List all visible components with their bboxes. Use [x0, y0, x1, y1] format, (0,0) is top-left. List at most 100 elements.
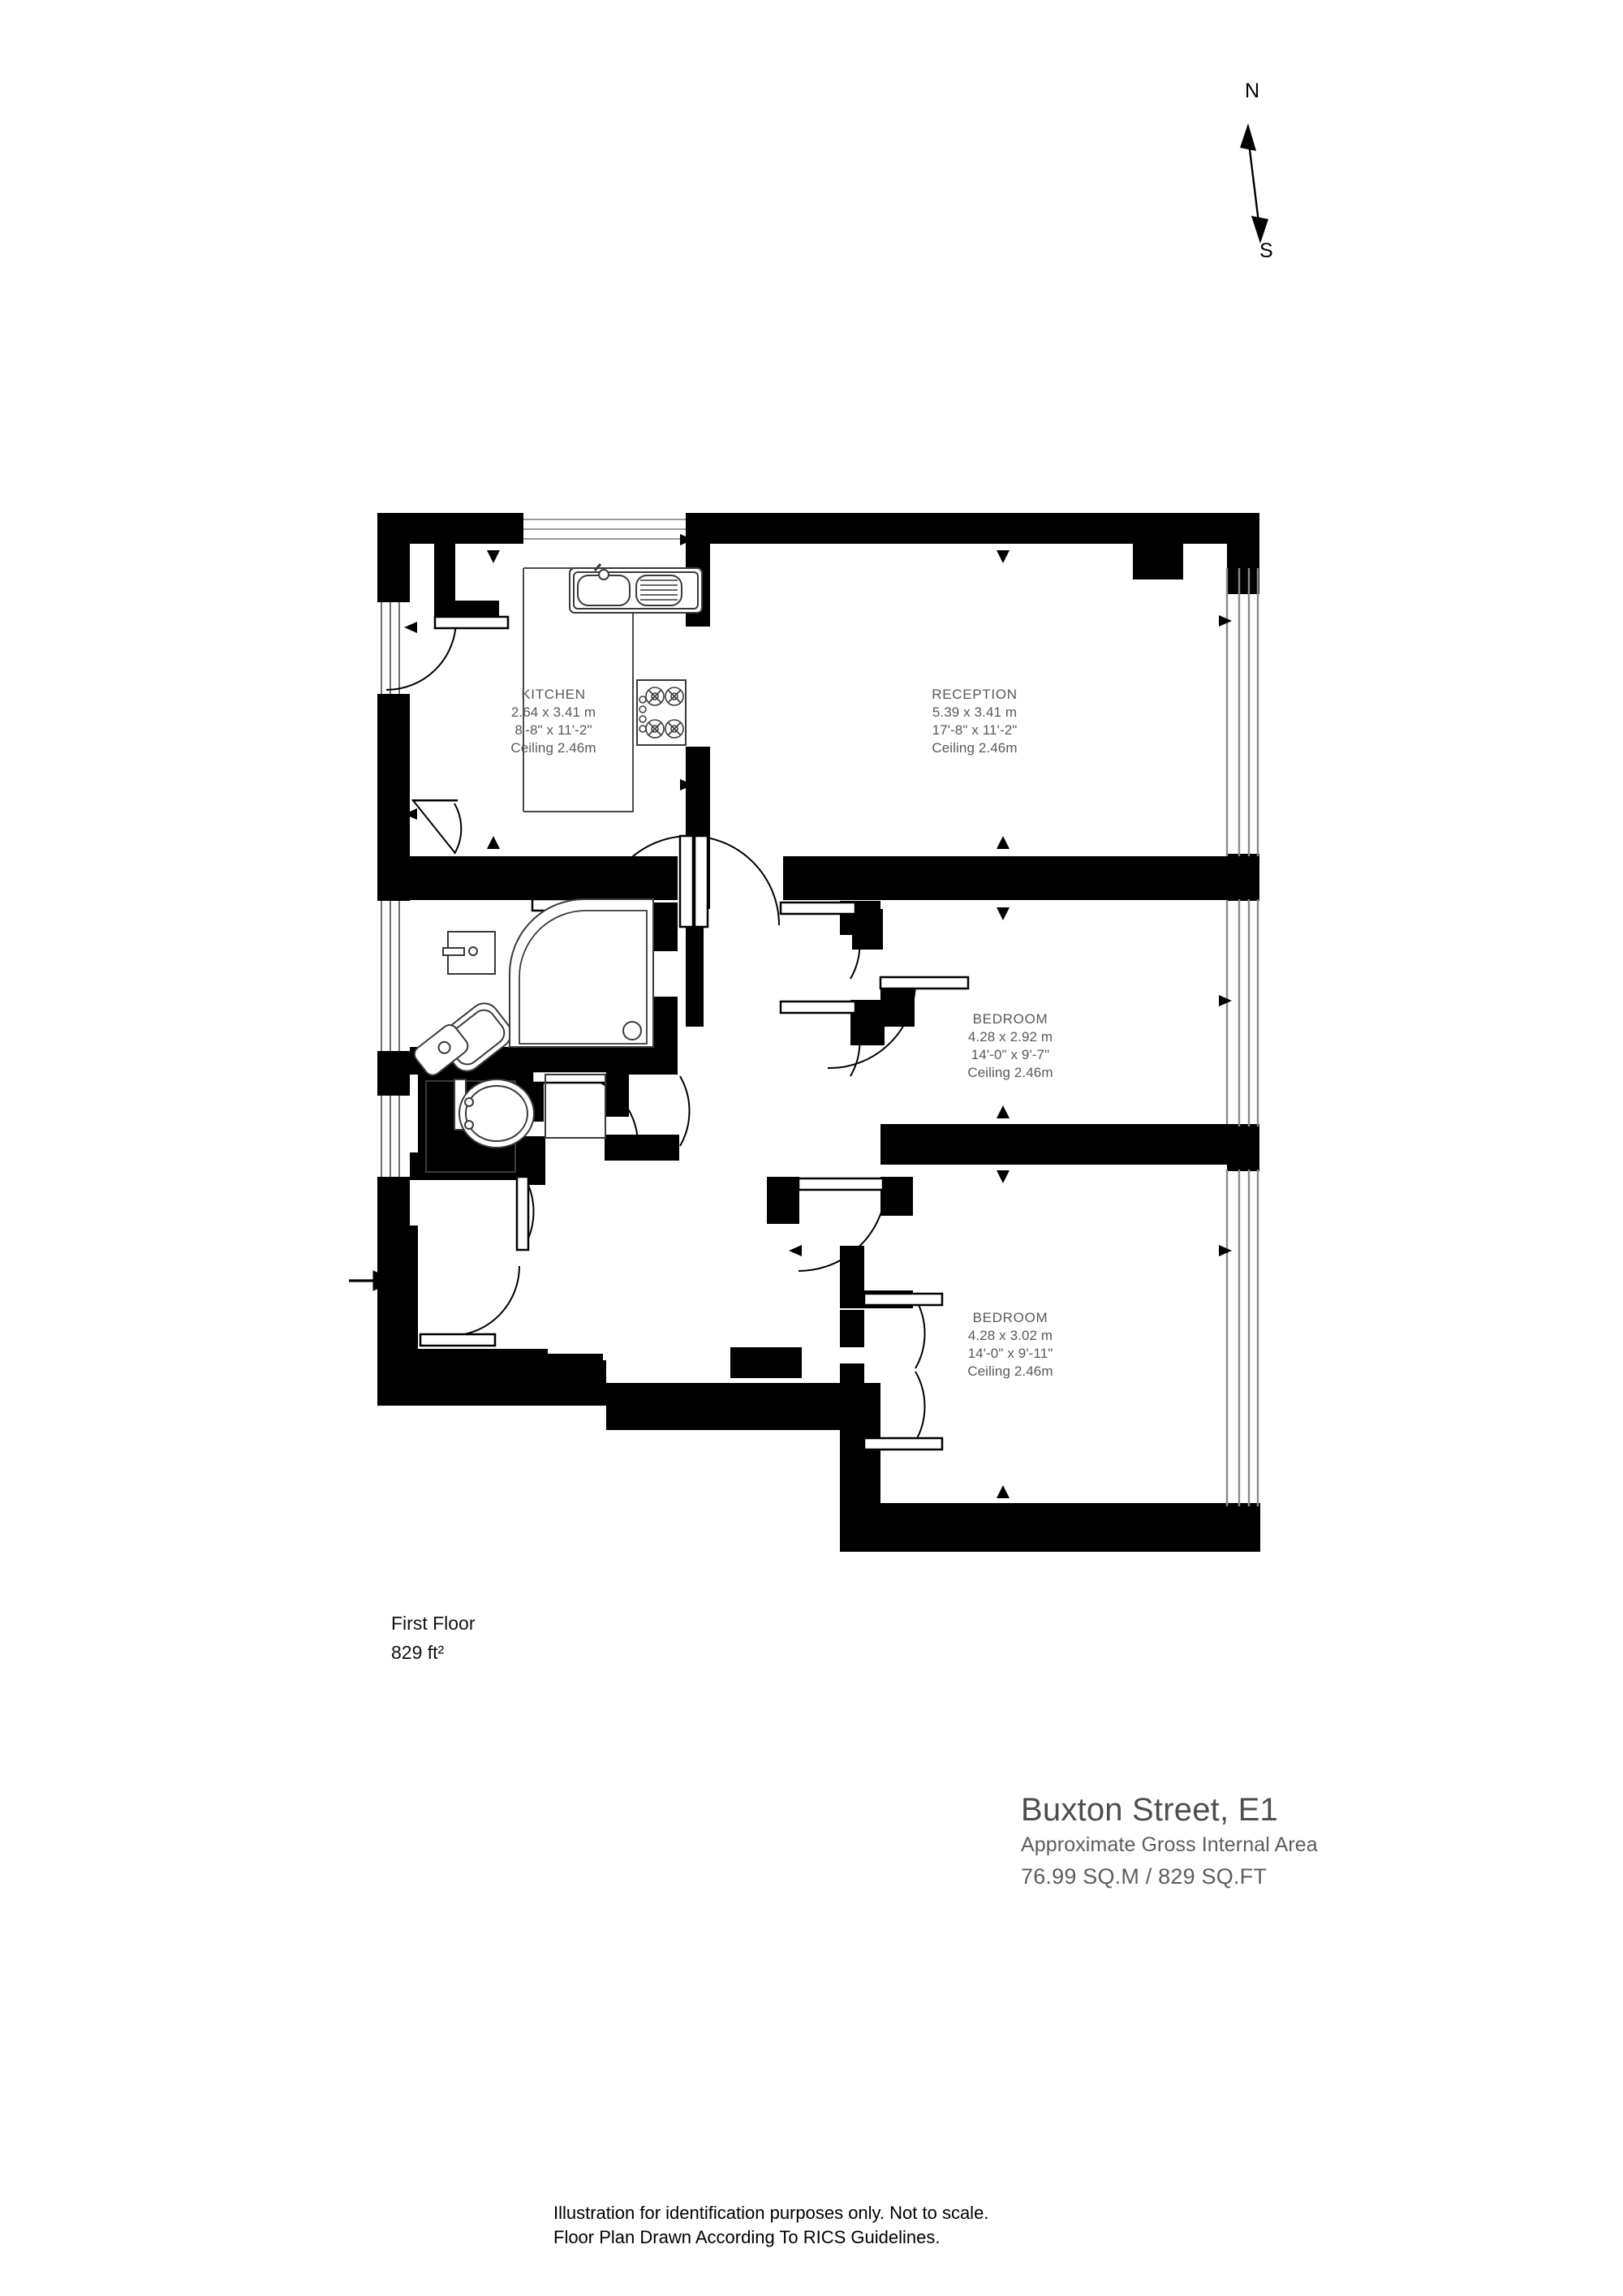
- wall-right-pier-2: [1227, 854, 1259, 901]
- bedroom-1-dim-metric: 4.28 x 2.92 m: [967, 1029, 1053, 1045]
- fixtures-group: [413, 563, 703, 1148]
- floor-label: First Floor: [391, 1613, 476, 1634]
- room-label-kitchen: KITCHEN 2.64 x 3.41 m 8'-8" x 11'-2" Cei…: [460, 686, 647, 757]
- door-leaf-dbl-right: [693, 834, 709, 928]
- marker-13: [997, 1170, 1010, 1183]
- reception-dim-metric: 5.39 x 3.41 m: [932, 704, 1018, 721]
- marker-4: [1219, 615, 1232, 627]
- wall-bottom-3: [840, 1503, 1260, 1552]
- footer-line-2: Floor Plan Drawn According To RICS Guide…: [553, 2227, 941, 2248]
- footer-disclaimer: Illustration for identification purposes…: [553, 2201, 988, 2251]
- room-label-reception: RECEPTION 5.39 x 3.41 m 17'-8" x 11'-2" …: [881, 686, 1068, 757]
- marker-5: [404, 808, 417, 820]
- door-swing-b2-main: [798, 1182, 887, 1272]
- bathroom-boiler: [442, 931, 496, 975]
- footer-line-1: Illustration for identification purposes…: [553, 2203, 989, 2223]
- marker-14: [789, 1245, 802, 1256]
- kitchen-ceiling: Ceiling 2.46m: [510, 740, 596, 756]
- wall-bottom-1c: [377, 1360, 606, 1406]
- door-leaf-b1-main: [879, 976, 970, 990]
- wall-bottom-2: [606, 1383, 880, 1430]
- bedroom-2-dim-imperial: 14'-0" x 9'-11": [967, 1346, 1053, 1362]
- kitchen-sink: [569, 563, 703, 614]
- window-left-2: [381, 901, 400, 1051]
- door-leaf-b2-w1: [863, 1292, 944, 1307]
- door-swing-kitchen: [385, 619, 457, 691]
- wall-left-pier-4: [377, 1177, 410, 1226]
- reception-name: RECEPTION: [932, 687, 1018, 702]
- property-address: Buxton Street, E1: [1021, 1792, 1278, 1828]
- window-left-1: [381, 602, 400, 694]
- wall-bathroom-right-bot: [653, 997, 678, 1050]
- door-swing-hall-lobby: [449, 1265, 520, 1337]
- door-swing-b1-main: [827, 981, 916, 1070]
- wall-right-pier-4: [1227, 1503, 1259, 1552]
- wall-bed2-stub-c: [840, 1363, 864, 1394]
- floor-summary: First Floor 829 ft²: [391, 1609, 476, 1667]
- wall-right-pier-3: [1227, 1124, 1259, 1171]
- kitchen-name: KITCHEN: [521, 687, 586, 702]
- shower-tray: [509, 898, 654, 1048]
- wall-top-right: [700, 513, 1259, 544]
- marker-3: [404, 622, 417, 633]
- bathroom-basin-pedestal: [413, 1024, 469, 1076]
- compass-rose: N S: [1209, 80, 1323, 276]
- marker-9: [997, 836, 1010, 849]
- bedroom-2-name: BEDROOM: [972, 1310, 1048, 1325]
- wall-hall-cupboard-b: [605, 1135, 679, 1161]
- compass-north-label: N: [1245, 80, 1260, 102]
- wall-left-pier-3: [377, 1051, 410, 1096]
- door-swing-hall-cupboard: [679, 1075, 691, 1147]
- marker-1: [487, 550, 500, 563]
- door-leaf-entrance: [515, 1175, 530, 1251]
- door-leaf-kitchen: [433, 615, 510, 630]
- wall-left-pier-2: [377, 694, 410, 901]
- door-swing-b2-w2: [915, 1371, 926, 1442]
- area-subtitle: Approximate Gross Internal Area: [1021, 1833, 1318, 1856]
- kitchen-hob: [636, 679, 687, 746]
- marker-16: [997, 1485, 1010, 1498]
- bedroom-2-ceiling: Ceiling 2.46m: [967, 1363, 1053, 1380]
- kitchen-dim-metric: 2.64 x 3.41 m: [510, 704, 596, 721]
- bedroom-1-name: BEDROOM: [972, 1011, 1048, 1027]
- marker-10: [997, 907, 1010, 920]
- wall-bedroom-divider: [880, 1124, 1228, 1165]
- door-leaf-b1a: [779, 901, 857, 915]
- kitchen-dim-imperial: 8'-8" x 11'-2": [514, 722, 592, 739]
- hall-cupboard: [545, 1074, 606, 1139]
- doors-group: [385, 615, 970, 1451]
- wall-kitchen-bottom: [410, 856, 678, 900]
- wall-bed2-stub-f: [840, 1310, 864, 1347]
- door-leaf-b2-w2: [863, 1437, 944, 1451]
- door-leaf-wc: [531, 1070, 609, 1084]
- wall-right-pier-1: [1227, 513, 1259, 594]
- area-total: 76.99 SQ.M / 829 SQ.FT: [1021, 1863, 1268, 1889]
- wall-bed2-stub-b: [730, 1347, 802, 1378]
- reception-ceiling: Ceiling 2.46m: [932, 740, 1018, 756]
- window-markers: [404, 534, 1232, 1498]
- bedroom-2-dim-metric: 4.28 x 3.02 m: [967, 1328, 1053, 1344]
- window-top-kitchen: [523, 519, 700, 540]
- door-swing-b1a: [850, 908, 861, 980]
- marker-7: [680, 534, 693, 545]
- floor-area: 829 ft²: [391, 1641, 445, 1663]
- window-right-glazing: [1225, 568, 1259, 1506]
- wc-toilet: [454, 1079, 535, 1148]
- door-swing-cupboard-k: [454, 803, 463, 855]
- bedroom-1-ceiling: Ceiling 2.46m: [967, 1065, 1053, 1081]
- window-left-3: [381, 1096, 400, 1177]
- bedroom-1-dim-imperial: 14'-0" x 9'-7": [971, 1047, 1050, 1063]
- door-leaf-dbl-left: [678, 834, 695, 928]
- room-label-bedroom-2: BEDROOM 4.28 x 3.02 m 14'-0" x 9'-11" Ce…: [917, 1309, 1104, 1381]
- wall-hall-stub: [686, 925, 704, 1027]
- title-block: Buxton Street, E1 Approximate Gross Inte…: [1021, 1790, 1318, 1893]
- marker-11: [1219, 995, 1232, 1006]
- marker-2: [997, 550, 1010, 563]
- compass-south-label: S: [1259, 239, 1273, 262]
- wall-bed2-stub-a: [767, 1177, 799, 1224]
- compass-arrow: [1240, 123, 1268, 243]
- door-leaf-hall-lobby: [419, 1333, 497, 1347]
- reception-dim-imperial: 17'-8" x 11'-2": [932, 722, 1018, 739]
